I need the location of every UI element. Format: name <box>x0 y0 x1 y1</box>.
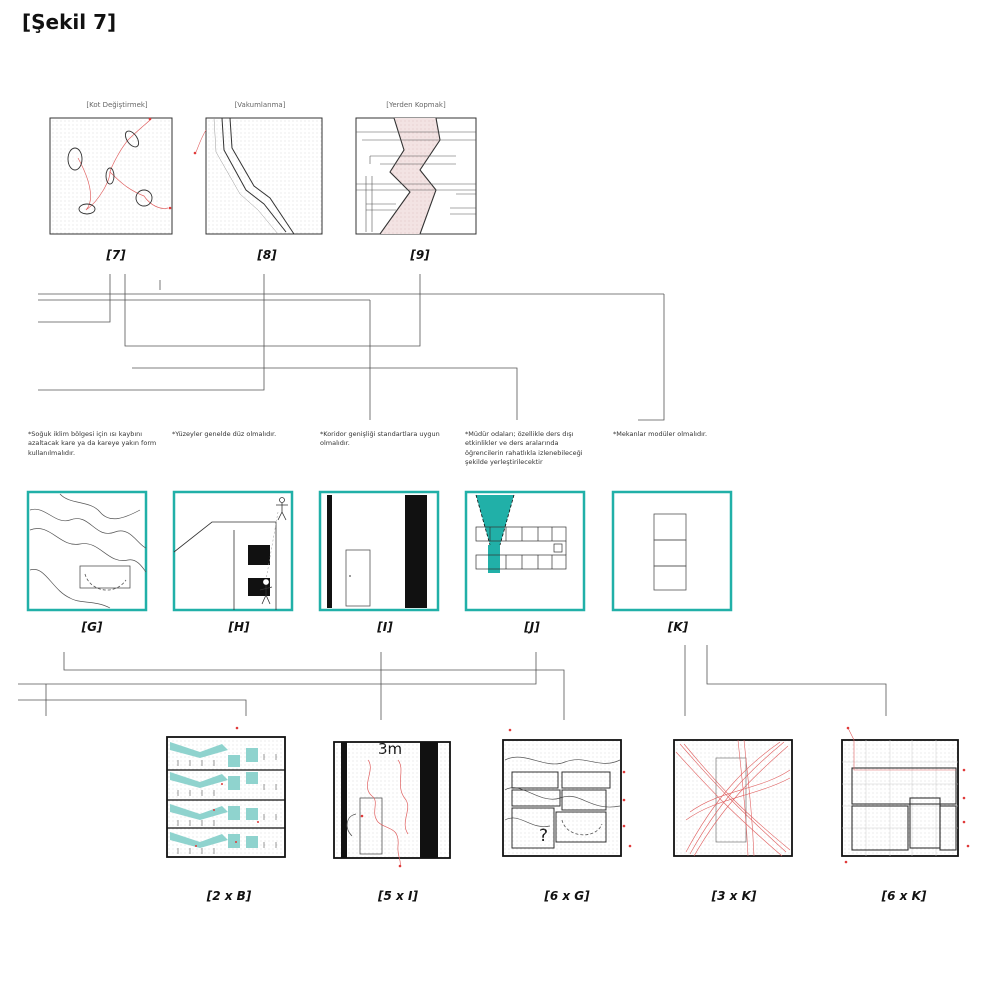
panel-6xg-combination <box>502 728 632 857</box>
panel-6xg-label: [6 x G] <box>544 889 590 903</box>
panel-8-title: [Vakumlanma] <box>234 101 286 109</box>
lower-connector-lines <box>18 645 887 720</box>
panel-3xk-combination <box>673 739 793 857</box>
panel-k-modular-spaces <box>611 490 733 612</box>
panel-j-label: [J] <box>524 620 540 634</box>
figure-title: [Şekil 7] <box>22 10 117 34</box>
panel-7-label: [7] <box>106 248 126 262</box>
panel-8-vakumlanma <box>193 117 323 235</box>
panel-2xb-combination <box>166 726 286 858</box>
requirement-k-text: *Mekanlar modüler olmalıdır. <box>613 430 708 438</box>
panel-6xk-label: [6 x K] <box>881 889 927 903</box>
panel-7-kot-degistirmek <box>49 117 173 235</box>
requirement-j-text: *Müdür odaları; özellikle ders dışı etki… <box>465 430 583 467</box>
requirement-i-text: *Koridor genişliği standartlara uygun ol… <box>320 430 440 448</box>
panel-9-label: [9] <box>410 248 430 262</box>
panel-j-principal-office <box>464 490 586 612</box>
requirement-h-text: *Yüzeyler genelde düz olmalıdır. <box>172 430 277 438</box>
panel-i-label: [I] <box>377 620 393 634</box>
panel-5xi-combination <box>333 741 451 868</box>
upper-connector-lines <box>38 274 665 421</box>
panel-2xb-label: [2 x B] <box>206 889 252 903</box>
panel-k-label: [K] <box>667 620 689 634</box>
panel-i-corridor <box>318 490 440 612</box>
panel-g-label: [G] <box>81 620 103 634</box>
panel-3xk-label: [3 x K] <box>711 889 757 903</box>
panel-h-flat-surfaces <box>172 490 294 612</box>
panel-5xi-label: [5 x I] <box>378 889 418 903</box>
panel-g-compact-form <box>26 490 148 612</box>
panel-9-title: [Yerden Kopmak] <box>386 101 446 109</box>
requirement-g-text: *Soğuk iklim bölgesi için ısı kaybını az… <box>28 430 157 457</box>
panel-8-label: [8] <box>257 248 277 262</box>
panel-h-label: [H] <box>228 620 250 634</box>
panel-7-title: [Kot Değiştirmek] <box>86 101 148 109</box>
panel-6xk-combination <box>841 726 970 864</box>
panel-9-yerden-kopmak <box>355 117 477 235</box>
